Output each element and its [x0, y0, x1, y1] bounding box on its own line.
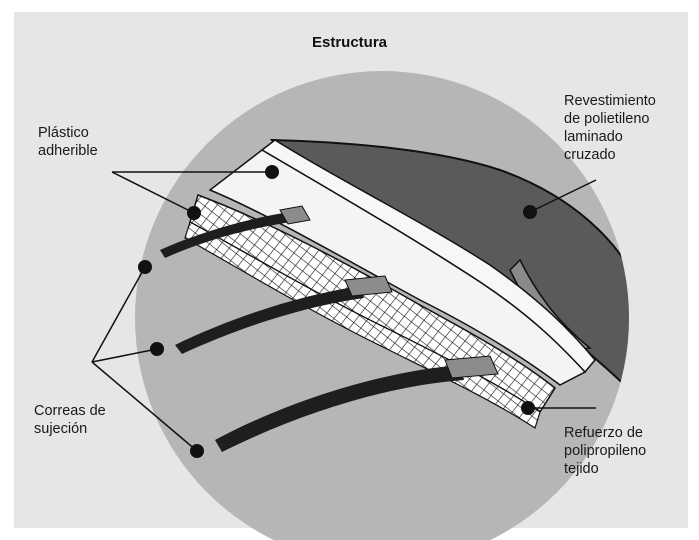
- leader-line-coating: [529, 179, 597, 213]
- strap-tab-3: [444, 355, 499, 379]
- marker-plastic-1: [265, 165, 279, 179]
- leader-line-straps-3: [91, 361, 198, 452]
- marker-reinforcement: [521, 401, 535, 415]
- leader-line-straps-2: [91, 348, 158, 363]
- marker-straps-3: [190, 444, 204, 458]
- marker-plastic-2: [187, 206, 201, 220]
- leader-line-plastic-2: [111, 171, 195, 214]
- strap-3: [215, 365, 464, 452]
- marker-straps-2: [150, 342, 164, 356]
- marker-coating: [523, 205, 537, 219]
- strap-2: [175, 286, 364, 354]
- label-straps: Correas de sujeción: [34, 403, 106, 437]
- marker-straps-1: [138, 260, 152, 274]
- diagram-title: Estructura: [311, 34, 388, 51]
- label-plastic: Plástico adherible: [38, 125, 98, 159]
- strap-tab-2: [344, 275, 393, 297]
- strap-1: [160, 212, 292, 258]
- label-reinforcement: Refuerzo de polipropileno tejido: [564, 425, 647, 477]
- leader-line-straps-1: [91, 266, 146, 363]
- label-coating: Revestimiento de polietileno laminado cr…: [564, 93, 656, 163]
- strap-tab-1: [279, 205, 311, 225]
